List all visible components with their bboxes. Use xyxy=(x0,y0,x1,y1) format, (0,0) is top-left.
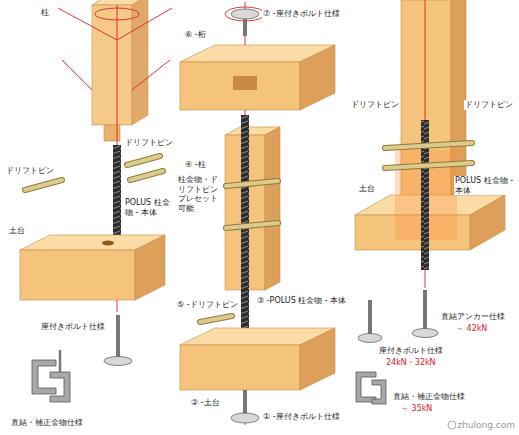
load-value: 24kN・32kN xyxy=(385,358,437,368)
girder-beam xyxy=(300,45,335,110)
drift-pin xyxy=(200,316,232,322)
part-label: 直結・補正金物仕様 xyxy=(10,418,84,428)
column xyxy=(132,0,148,125)
seated-bolt xyxy=(358,334,382,343)
polus-rod xyxy=(421,120,429,270)
sill-beam xyxy=(20,250,135,300)
seated-bolt xyxy=(116,315,120,358)
anchor-bolt xyxy=(412,329,438,338)
sill-beam xyxy=(102,241,114,246)
polus-rod xyxy=(241,115,249,345)
column xyxy=(92,0,148,141)
column xyxy=(225,127,280,290)
watermark-logo xyxy=(448,421,456,429)
drift-pin xyxy=(226,181,278,186)
drift-pin xyxy=(226,223,278,228)
part-label: ドリフトピン xyxy=(5,166,55,176)
drift-pin xyxy=(226,223,278,228)
part-label: ドリフトピン xyxy=(124,138,174,148)
part-label: 座付きボルト仕様 xyxy=(378,346,444,356)
part-label: 土台 xyxy=(8,226,26,236)
anchor-bolt xyxy=(423,290,427,330)
connector-hardware xyxy=(59,350,62,372)
sill-beam xyxy=(180,345,300,390)
drift-pin xyxy=(127,156,160,165)
load-value: ～ 42kN xyxy=(455,324,488,334)
part-label: 柱 xyxy=(40,8,50,18)
note-label: 柱金物・ドリフトピン プレセット可能 xyxy=(177,175,221,213)
seated-bolt xyxy=(231,413,259,423)
seated-bolt xyxy=(358,300,382,343)
load-value: ～ 35kN xyxy=(400,404,433,414)
seated-bolt xyxy=(368,300,372,335)
red-guide-line xyxy=(225,7,265,21)
seated-bolt xyxy=(231,9,259,36)
watermark-logo xyxy=(448,421,456,429)
drift-pin xyxy=(385,163,472,168)
seated-bolt xyxy=(231,9,259,19)
callout-label: ④ -柱 xyxy=(184,160,207,170)
seated-bolt xyxy=(104,315,132,366)
part-label: ドリフトピン xyxy=(464,100,514,110)
callout-label: ① -座付きボルト仕様 xyxy=(262,412,341,422)
girder-beam xyxy=(180,62,300,110)
seated-bolt xyxy=(243,390,247,414)
part-label: 座付きボルト仕様 xyxy=(40,322,106,332)
drift-pin xyxy=(127,156,160,165)
callout-label: ② -土台 xyxy=(190,398,221,408)
sill-beam xyxy=(135,235,165,300)
callout-label: ⑥ -桁 xyxy=(184,30,207,40)
column xyxy=(104,125,120,141)
polus-rod xyxy=(421,120,429,270)
girder-beam xyxy=(180,45,335,110)
sill-beam xyxy=(300,328,335,390)
column xyxy=(265,127,280,290)
part-label: POLUS 柱金物 - 本体 xyxy=(454,176,516,195)
seated-bolt xyxy=(104,357,132,366)
part-label: 土台 xyxy=(358,184,376,194)
part-label: 直結・補正金物仕様 xyxy=(392,392,466,402)
drift-pin xyxy=(130,171,163,180)
drift-pin xyxy=(385,143,472,148)
sill-beam xyxy=(470,195,505,250)
callout-label: ⑦ -座付きボルト仕様 xyxy=(262,9,341,19)
part-label: 直結アンカー仕様 xyxy=(440,312,506,322)
sill-beam xyxy=(20,235,165,300)
drift-pin xyxy=(385,143,472,168)
sill-beam xyxy=(180,328,335,390)
part-label: POLUS 柱金物 - 本体 xyxy=(124,198,176,217)
connector-hardware xyxy=(356,372,386,404)
connector-hardware xyxy=(50,372,70,402)
callout-label: ③ -POLUS 柱金物 - 本体 xyxy=(256,296,347,306)
red-guide-line xyxy=(132,60,170,90)
drift-pin xyxy=(25,180,62,190)
connector-hardware xyxy=(372,380,386,404)
seated-bolt xyxy=(231,390,259,423)
drift-pin xyxy=(385,163,472,168)
drift-pin xyxy=(130,171,163,180)
polus-rod xyxy=(241,115,249,345)
watermark: zhulong.com xyxy=(456,420,516,431)
red-guide-line xyxy=(58,8,172,40)
connector-hardware xyxy=(356,372,376,402)
connector-hardware xyxy=(32,350,70,402)
red-guide-line xyxy=(62,60,92,90)
callout-label: ⑤ -ドリフトピン xyxy=(176,300,239,310)
column xyxy=(92,5,132,125)
drift-pin xyxy=(385,143,472,148)
part-label: ドリフトピン xyxy=(350,100,400,110)
seated-bolt xyxy=(243,18,247,36)
drift-pin xyxy=(25,180,62,190)
drift-pin xyxy=(226,181,278,186)
girder-beam xyxy=(233,76,257,90)
drift-pin xyxy=(200,316,232,322)
anchor-bolt xyxy=(412,290,438,338)
